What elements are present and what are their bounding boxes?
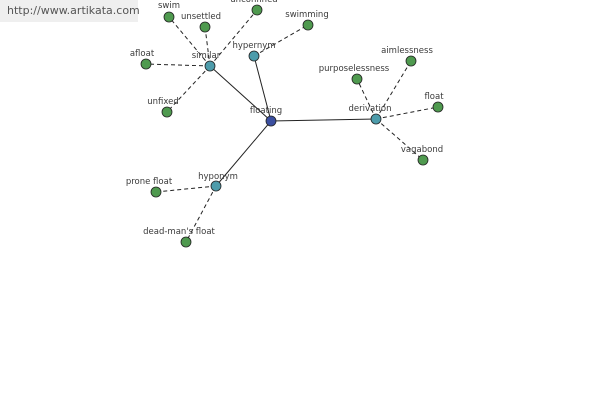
node-unfixed-label: unfixed <box>147 97 179 107</box>
node-vagabond-label: vagabond <box>401 145 443 155</box>
node-unconfined[interactable]: unconfined <box>230 0 278 16</box>
node-dead-mans-float[interactable]: dead-man's float <box>143 227 216 248</box>
edge-derivation-vagabond <box>375 118 424 161</box>
node-prone-float-label: prone float <box>126 177 173 187</box>
edge-similar-afloat <box>145 63 211 67</box>
node-afloat[interactable]: afloat <box>130 49 155 70</box>
node-afloat-label: afloat <box>130 49 155 59</box>
edge-derivation-purposelessness <box>356 78 377 120</box>
edge-derivation-aimlessness <box>375 60 412 120</box>
node-unconfined-label: unconfined <box>230 0 277 5</box>
node-unsettled[interactable]: unsettled <box>181 12 221 33</box>
edge-similar-unfixed <box>166 65 211 113</box>
node-unfixed[interactable]: unfixed <box>147 97 179 118</box>
node-derivation-dot[interactable] <box>370 113 382 125</box>
node-similar-dot[interactable] <box>204 60 216 72</box>
node-derivation[interactable]: derivation <box>348 104 392 125</box>
node-float-label: float <box>424 92 444 102</box>
node-dead-mans-float-dot[interactable] <box>180 236 192 248</box>
node-vagabond[interactable]: vagabond <box>401 145 443 166</box>
node-aimlessness-dot[interactable] <box>405 55 417 67</box>
node-unfixed-dot[interactable] <box>161 106 173 118</box>
node-swim-dot[interactable] <box>163 11 175 23</box>
node-prone-float-dot[interactable] <box>150 186 162 198</box>
node-purposelessness-label: purposelessness <box>319 64 390 74</box>
node-similar[interactable]: similar <box>192 51 221 72</box>
node-hypernym-dot[interactable] <box>248 50 260 62</box>
node-unsettled-label: unsettled <box>181 12 221 22</box>
node-purposelessness[interactable]: purposelessness <box>319 64 390 85</box>
node-floating-label: floating <box>250 106 282 116</box>
edge-hyponym-dead-mans-float <box>185 185 217 243</box>
node-swimming[interactable]: swimming <box>285 10 329 31</box>
watermark-link[interactable]: http://www.artikata.com <box>0 0 140 22</box>
node-aimlessness[interactable]: aimlessness <box>381 46 433 67</box>
node-float-dot[interactable] <box>432 101 444 113</box>
edge-floating-derivation <box>270 118 377 122</box>
node-swim-label: swim <box>158 1 180 11</box>
node-float[interactable]: float <box>424 92 444 113</box>
node-purposelessness-dot[interactable] <box>351 73 363 85</box>
edge-floating-similar <box>209 65 272 122</box>
node-hyponym-label: hyponym <box>198 172 238 182</box>
edge-hyponym-prone-float <box>155 185 217 193</box>
node-swimming-label: swimming <box>285 10 328 20</box>
edge-derivation-float <box>375 106 439 120</box>
node-floating-dot[interactable] <box>265 115 277 127</box>
node-derivation-label: derivation <box>348 104 391 114</box>
node-swimming-dot[interactable] <box>302 19 314 31</box>
edge-similar-unconfined <box>209 9 258 67</box>
node-vagabond-dot[interactable] <box>417 154 429 166</box>
edges-layer <box>145 9 439 243</box>
edge-floating-hypernym <box>253 55 272 122</box>
node-similar-label: similar <box>192 51 221 61</box>
node-afloat-dot[interactable] <box>140 58 152 70</box>
edge-similar-swim <box>168 16 211 67</box>
node-floating[interactable]: floating <box>250 106 282 127</box>
node-unconfined-dot[interactable] <box>251 4 263 16</box>
node-unsettled-dot[interactable] <box>199 21 211 33</box>
nodes-layer: floating similar hypernym derivation hyponym… <box>126 0 444 248</box>
node-hypernym[interactable]: hypernym <box>232 41 276 62</box>
node-prone-float[interactable]: prone float <box>126 177 173 198</box>
edge-hypernym-swimming <box>253 24 309 57</box>
node-hypernym-label: hypernym <box>232 41 275 51</box>
edge-floating-hyponym <box>215 120 272 187</box>
node-dead-mans-float-label: dead-man's float <box>143 227 215 237</box>
node-hyponym[interactable]: hyponym <box>198 172 238 192</box>
node-hyponym-dot[interactable] <box>210 180 222 192</box>
node-aimlessness-label: aimlessness <box>381 46 433 56</box>
node-swim[interactable]: swim <box>158 1 180 23</box>
